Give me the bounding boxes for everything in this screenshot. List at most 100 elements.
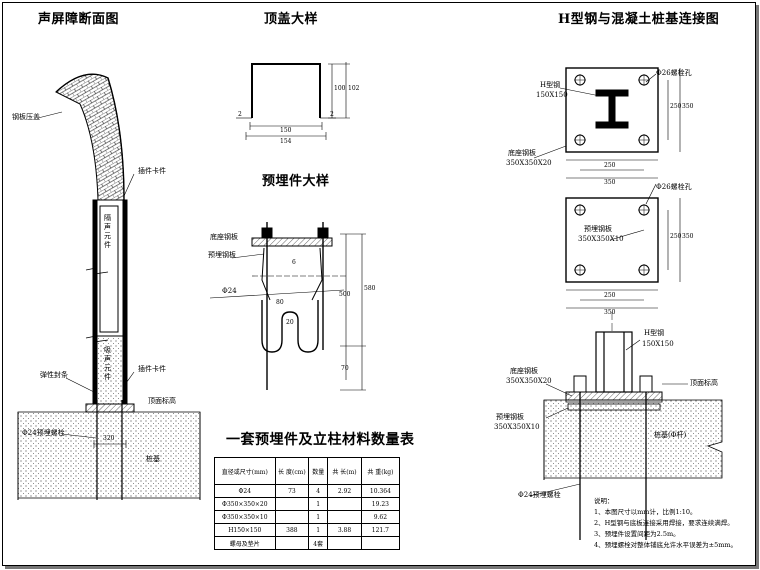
- label-embed-plate-mid-spec: 350X350X10: [578, 235, 624, 243]
- table-cell: 螺母及垫片: [214, 536, 276, 550]
- table-cell: Φ350×350×20: [214, 497, 276, 511]
- label-embed-plate-bot: 预埋钢板: [496, 413, 524, 421]
- label-embed-plate-mid: 预埋钢板: [584, 225, 612, 233]
- table-cell: 19.23: [360, 497, 401, 511]
- table-cell: Φ350×350×10: [214, 510, 276, 524]
- material-table: 直径或尺寸(mm) 长 度(cm) 数量 共 长(m) 共 重(kg) Φ24 …: [214, 457, 401, 550]
- label-bolt-right: Φ24预埋螺栓: [518, 491, 561, 499]
- table-row: Φ350×350×20 1 19.23: [214, 497, 401, 511]
- table-cell: 121.7: [360, 523, 401, 537]
- dim-150: 150: [280, 127, 292, 134]
- dim-250-mid: 250: [604, 292, 616, 299]
- table-row: 螺母及垫片 4套: [214, 536, 401, 550]
- table-header-cell: 共 重(kg): [360, 457, 401, 485]
- dim-154: 154: [280, 138, 292, 145]
- label-wood-element: 吸声元件: [104, 346, 111, 381]
- table-header-cell: 共 长(m): [327, 457, 362, 485]
- label-h-steel-bot: H型钢: [644, 329, 665, 337]
- table-cell: [327, 510, 362, 524]
- label-hole-top: Φ26螺栓孔: [656, 69, 692, 77]
- cap-drawing: [236, 62, 350, 140]
- label-clip-bottom: 插件卡件: [138, 365, 166, 373]
- table-cell: 9.62: [360, 510, 401, 524]
- table-cell: Φ24: [214, 484, 276, 498]
- note-item: 1、本图尺寸以mm计，比例1:10。: [594, 508, 697, 516]
- label-embed-plate-bot-spec: 350X350X10: [494, 423, 540, 431]
- label-h-steel-top: H型钢: [540, 81, 561, 89]
- label-top-elev: 顶面标高: [148, 397, 176, 405]
- note-item: 3、预埋件设置间距为2.5m。: [594, 530, 680, 538]
- dim-20: 20: [286, 319, 294, 326]
- embed-title: 预埋件大样: [262, 174, 330, 189]
- table-cell: 10.364: [360, 484, 401, 498]
- connect-title: H型钢与混凝土桩基连接图: [558, 12, 720, 27]
- notes-block: 说明： 1、本图尺寸以mm计，比例1:10。 2、H型钢与底板连接采用焊接，要求…: [594, 496, 737, 551]
- label-steel-plate: 钢板压盖: [12, 113, 40, 121]
- table-cell: [274, 536, 310, 550]
- label-h-steel-bot-spec: 150X150: [642, 340, 674, 348]
- label-clip-top: 插件卡件: [138, 167, 166, 175]
- table-cell: 4套: [308, 536, 329, 550]
- label-phi24: Φ24: [222, 287, 237, 295]
- label-embed-plate: 预埋钢板: [208, 251, 236, 259]
- table-header-cell: 直径或尺寸(mm): [214, 457, 276, 485]
- dim-320: 320: [103, 435, 115, 442]
- dim-2-right: 2: [330, 111, 334, 118]
- section-drawing: [17, 73, 201, 500]
- section-title: 声屏障断面图: [38, 12, 120, 27]
- label-pile-right: 桩基(Φ杆): [654, 431, 687, 439]
- dim-580: 580: [364, 285, 376, 292]
- cap-title: 顶盖大样: [264, 12, 319, 27]
- dim-350-top-v: 350: [682, 103, 694, 110]
- table-cell: 1: [308, 497, 329, 511]
- table-cell: 2.92: [327, 484, 362, 498]
- label-base-plate-top: 底座钢板: [508, 149, 536, 157]
- dim-100: 100: [334, 85, 346, 92]
- label-h-steel-top-spec: 150X150: [536, 91, 568, 99]
- label-pile: 桩基: [146, 455, 160, 463]
- table-row: Φ24 73 4 2.92 10.364: [214, 484, 401, 498]
- dim-250-mid-v: 250: [670, 233, 682, 240]
- note-item: 4、预埋螺栓对整体铺底允许水平误差为±5mm。: [594, 541, 738, 549]
- connect-drawing: [529, 67, 723, 540]
- table-cell: [274, 497, 310, 511]
- table-cell: [360, 536, 401, 550]
- label-base-plate: 底座钢板: [210, 233, 238, 241]
- table-title: 一套预埋件及立柱材料数量表: [226, 432, 415, 448]
- table-header-cell: 数量: [308, 457, 329, 485]
- dim-6: 6: [292, 259, 296, 266]
- table-cell: 3.88: [327, 523, 362, 537]
- table-cell: 388: [274, 523, 310, 537]
- dim-2-left: 2: [238, 111, 242, 118]
- label-base-plate-top-spec: 350X350X20: [506, 159, 552, 167]
- notes-title: 说明：: [594, 497, 614, 505]
- table-cell: [327, 536, 362, 550]
- dim-250-top-v: 250: [670, 103, 682, 110]
- label-hole-mid: Φ26螺栓孔: [656, 183, 692, 191]
- table-cell: 1: [308, 523, 329, 537]
- table-cell: [327, 497, 362, 511]
- table-header-row: 直径或尺寸(mm) 长 度(cm) 数量 共 长(m) 共 重(kg): [214, 457, 401, 485]
- table-row: H150×150 388 1 3.88 121.7: [214, 523, 401, 537]
- dim-500: 500: [339, 291, 351, 298]
- dim-350-mid-v: 350: [682, 233, 694, 240]
- note-item: 2、H型钢与底板连接采用焊接，要求连续满焊。: [594, 519, 734, 527]
- dim-250-top: 250: [604, 162, 616, 169]
- label-top-elev-right: 顶面标高: [690, 379, 718, 387]
- dim-70: 70: [341, 365, 349, 372]
- embed-drawing: [209, 222, 366, 391]
- label-sound-element: 隔声元件: [104, 214, 111, 249]
- label-seal: 弹性封条: [40, 371, 68, 379]
- table-header-cell: 长 度(cm): [274, 457, 310, 485]
- label-bolt: Φ24预埋螺栓: [22, 429, 65, 437]
- dim-102: 102: [348, 85, 360, 92]
- table-row: Φ350×350×10 1 9.62: [214, 510, 401, 524]
- table-cell: 1: [308, 510, 329, 524]
- table-cell: [274, 510, 310, 524]
- table-cell: 73: [274, 484, 310, 498]
- table-cell: 4: [308, 484, 329, 498]
- label-base-plate-bot: 底座钢板: [510, 367, 538, 375]
